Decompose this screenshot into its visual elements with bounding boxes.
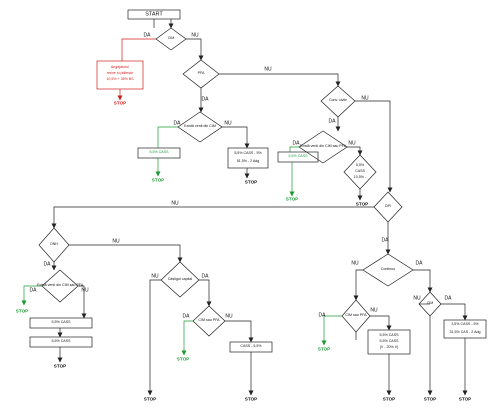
edge-nu: NU xyxy=(370,307,378,314)
cass-55-var-line-1: 5,5% CASS - 5% xyxy=(234,151,262,156)
stop-label: STOP xyxy=(382,396,396,402)
stop-label: STOP xyxy=(285,196,299,202)
stop-label: STOP xyxy=(244,396,258,402)
cass-fin-line-3: (V - 20% V) xyxy=(379,345,399,350)
cim-question: CIM xyxy=(167,36,175,41)
edge-da: DA xyxy=(143,32,151,39)
stop-label: STOP xyxy=(176,356,190,362)
cass-fin-line-1: 5,5% CASS xyxy=(379,333,399,338)
cass-55-var-line-2: 51,5% - 2 Adg xyxy=(236,159,260,164)
edge-nu: NU xyxy=(224,120,232,127)
cass-55-4-text: 5,5% CASS xyxy=(51,339,71,344)
edge-da: DA xyxy=(182,313,190,320)
stop-label: STOP xyxy=(423,396,437,402)
stop-label: STOP xyxy=(15,308,29,314)
cim-sau-pfa-question: CIM sau PFA xyxy=(198,318,220,323)
edge-da: DA xyxy=(318,312,326,319)
cim-decision xyxy=(155,27,187,51)
employer-line-3: 10,5% + 35% BS xyxy=(106,77,134,82)
pfa-question: PFA xyxy=(197,71,205,76)
edge-da: DA xyxy=(43,261,51,268)
conc-civile-question: Conv. civile xyxy=(328,98,348,103)
dpi-question: DPI xyxy=(385,204,391,209)
stop-label: STOP xyxy=(244,179,258,185)
edge-nu: NU xyxy=(191,32,199,39)
onh-question: ONH xyxy=(50,242,58,247)
exista-venit-cim-decision xyxy=(177,111,223,143)
stop-label: STOP xyxy=(53,363,67,369)
edge-nu: NU xyxy=(225,313,233,320)
cim-2-question: CIM xyxy=(426,301,434,306)
employer-line-1: Angajatorul xyxy=(110,65,130,70)
exista-venit-cim-pfa-decision xyxy=(298,130,348,164)
edge-nu: NU xyxy=(112,238,120,245)
stop-label: STOP xyxy=(355,201,369,207)
edge-nu: NU xyxy=(171,200,179,207)
edge-nu: NU xyxy=(361,95,369,102)
edge-nu: NU xyxy=(81,287,89,294)
exista-venit-cim-pfa-question: Există venit din CIM sau PFA xyxy=(299,144,347,149)
start-label: START xyxy=(145,10,163,17)
edge-da: DA xyxy=(328,118,336,125)
cass-55-2-box xyxy=(277,151,319,163)
castigul-capital-question: Câștigul capital xyxy=(167,277,193,282)
cass-105-line-3: 10,5% - xyxy=(353,175,367,180)
exista-cim-pfa-question: Există venit din CIM sau PFA xyxy=(36,283,84,288)
edge-da: DA xyxy=(381,237,389,244)
edge-da: DA xyxy=(29,287,37,294)
edge-nu: NU xyxy=(413,295,421,302)
cass-105-line-2: CASS xyxy=(355,169,365,174)
cass-fin2-line-2: 31,5% CAS - 2 Adg xyxy=(449,330,481,335)
castigul-capital-decision xyxy=(160,261,200,298)
stop-label: STOP xyxy=(151,177,165,183)
stop-label: STOP xyxy=(113,100,127,106)
edge-nu: NU xyxy=(348,140,356,147)
cass-fin-line-2: 5,5% CASS xyxy=(379,339,399,344)
cass-105-line-1: 5,5% xyxy=(355,163,365,168)
employer-line-2: reține și plătește xyxy=(106,71,134,76)
continuu-decision xyxy=(362,253,414,287)
exista-venit-cim-question: Există venit din CIM xyxy=(184,124,216,129)
cass-fin2-line-1: 3,5% CASS - 5% xyxy=(451,322,479,327)
edge-da: DA xyxy=(201,273,209,280)
exista-cim-pfa-decision xyxy=(41,269,79,303)
cass-55-3-box xyxy=(29,317,93,329)
stop-label: STOP xyxy=(317,346,331,352)
edge-da: DA xyxy=(292,140,300,147)
edge-da: DA xyxy=(173,120,181,127)
cim-sau-pfa-decision xyxy=(192,305,226,337)
continuu-question: Continuu xyxy=(380,267,396,272)
stop-label: STOP xyxy=(143,396,157,402)
cass-55-5-text: CASS - 5,5% xyxy=(240,344,262,349)
edge-da: DA xyxy=(201,96,209,103)
stop-label: STOP xyxy=(458,396,472,402)
cass-55-2-text: 5,5% CASS xyxy=(288,154,308,159)
edge-nu: NU xyxy=(151,273,159,280)
edge-da: DA xyxy=(415,260,423,267)
edge-da: DA xyxy=(444,295,452,302)
edge-nu: NU xyxy=(264,66,272,73)
cass-55-1-box xyxy=(137,147,181,159)
cass-55-3-text: 5,5% CASS xyxy=(51,320,71,325)
cass-55-1-text: 5,5% CASS xyxy=(149,150,169,155)
cim-sau-pfa-2-question: CIM sau PFA xyxy=(345,313,367,318)
edge-nu: NU xyxy=(351,260,359,267)
